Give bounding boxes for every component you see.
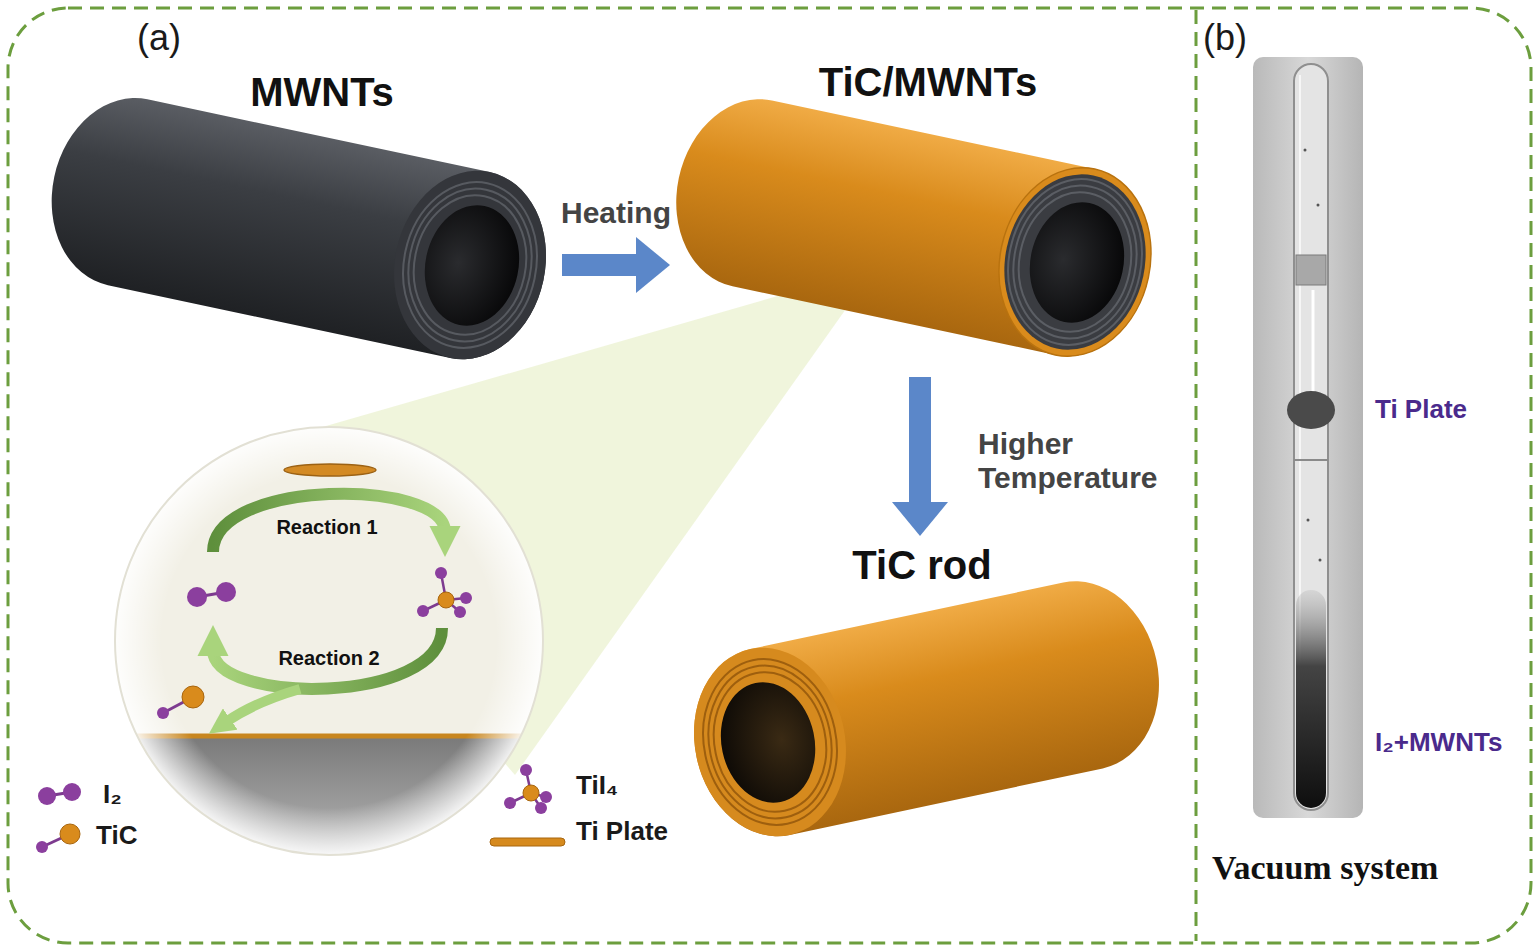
panel-letter: (b) <box>1203 17 1247 58</box>
tube-body <box>35 84 564 374</box>
part-label: I₂+MWNTs <box>1375 728 1502 758</box>
tube-wall-ring <box>1000 174 1151 350</box>
tube-wall-ring <box>695 654 846 830</box>
tube-title: MWNTs <box>250 70 394 114</box>
tube-face <box>377 156 563 373</box>
tube-wall-ring <box>395 177 546 353</box>
speck <box>1319 559 1322 562</box>
legend-iodine-icon <box>38 787 56 805</box>
legend-text: I₂ <box>103 779 122 809</box>
tube-wall-ring <box>688 647 852 838</box>
process-label: Higher Temperature <box>978 427 1183 496</box>
legend-entry: TiC <box>96 821 137 851</box>
legend-iodine-icon <box>63 783 81 801</box>
tube-shell <box>982 153 1168 370</box>
tube-body <box>677 567 1176 851</box>
ti-plate-symbol <box>284 464 376 476</box>
tic-molecule <box>157 686 204 719</box>
iodine-atom <box>435 567 447 579</box>
tube-drawing <box>677 567 1176 851</box>
panel-divider <box>1195 10 1198 941</box>
iodine-atom <box>417 605 429 617</box>
coated-nanotube-shape: TiC/MWNTs <box>672 55 1167 375</box>
iodine-atom <box>454 606 466 618</box>
node-outline <box>660 538 1180 878</box>
speck <box>1304 149 1307 152</box>
magnified-view <box>113 425 545 862</box>
iodine-atom <box>460 592 472 604</box>
titanium-atom <box>182 686 204 708</box>
legend-tii4-icon <box>523 785 539 801</box>
legend-entry: I₂ <box>103 780 122 810</box>
legend-tii4-icon <box>504 797 516 809</box>
iodine-atom <box>216 582 236 602</box>
tube-wall-ring <box>701 662 839 823</box>
tii4-molecule <box>417 567 472 618</box>
deposition-arrow <box>226 689 300 722</box>
tube-wall-ring <box>1006 182 1144 343</box>
legend-text: Ti Plate <box>576 816 668 846</box>
legend-tii4-icon <box>540 791 552 803</box>
tube-body <box>659 85 1168 371</box>
reaction-arrow <box>213 494 445 552</box>
tube-seal <box>1296 255 1326 285</box>
tube-hollow <box>1019 193 1135 331</box>
plate-holder <box>1312 290 1315 392</box>
legend-tii4-icon <box>535 802 547 814</box>
legend-text: TiI₄ <box>576 770 618 800</box>
ti-plate-photo <box>1287 391 1335 429</box>
legend-entry: TiI₄ <box>576 771 618 801</box>
tube-wall-ring <box>401 185 539 346</box>
glass-tube <box>1294 64 1328 810</box>
reaction-label: Reaction 1 <box>276 516 377 538</box>
tube-hollow <box>414 196 530 334</box>
vignette <box>115 427 543 855</box>
process-label: Heating <box>561 196 671 231</box>
tube-title: TiC rod <box>852 543 991 587</box>
legend-tii4-icon <box>520 764 532 776</box>
tube-drawing <box>35 84 564 374</box>
legend-plate-icon <box>490 838 565 846</box>
photo-caption: Vacuum system <box>1212 848 1438 887</box>
carbon-atom <box>157 707 169 719</box>
tube-drawing <box>659 85 1168 371</box>
speck <box>1307 519 1310 522</box>
tube-wall-ring <box>388 170 552 361</box>
tube-wall-ring <box>993 167 1157 358</box>
photo-background <box>1253 57 1363 818</box>
tube-joint <box>1294 459 1328 461</box>
circle-outline <box>115 427 543 855</box>
magnified-circle: Reaction 1 Reaction 2 <box>113 425 545 857</box>
node-outline <box>113 425 545 857</box>
tube-hollow <box>710 673 826 811</box>
process-arrow <box>909 377 931 502</box>
legend-tic-icon <box>60 824 80 844</box>
iodine-molecule <box>187 582 236 607</box>
vacuum-tube-photo <box>1253 57 1363 818</box>
legend-entry: Ti Plate <box>576 817 668 847</box>
titanium-atom <box>438 592 454 608</box>
tic-rod-shape: TiC rod <box>660 538 1180 878</box>
tube-title: TiC/MWNTs <box>819 60 1038 104</box>
tube-face <box>677 633 863 850</box>
nanotube-shape: MWNTs <box>45 65 560 375</box>
mwnt-powder <box>1296 590 1326 808</box>
legend-tic-icon <box>36 841 48 853</box>
part-label: Ti Plate <box>1375 395 1467 425</box>
panel-letter: (a) <box>137 17 181 58</box>
tube-face <box>988 161 1161 363</box>
iodine-atom <box>187 587 207 607</box>
panel-border <box>8 8 1531 943</box>
reaction-arrow <box>213 628 442 689</box>
legend-icons <box>36 764 565 853</box>
legend-text: TiC <box>96 820 137 850</box>
reaction-label: Reaction 2 <box>278 647 379 669</box>
process-arrow <box>562 254 636 276</box>
speck <box>1317 204 1320 207</box>
